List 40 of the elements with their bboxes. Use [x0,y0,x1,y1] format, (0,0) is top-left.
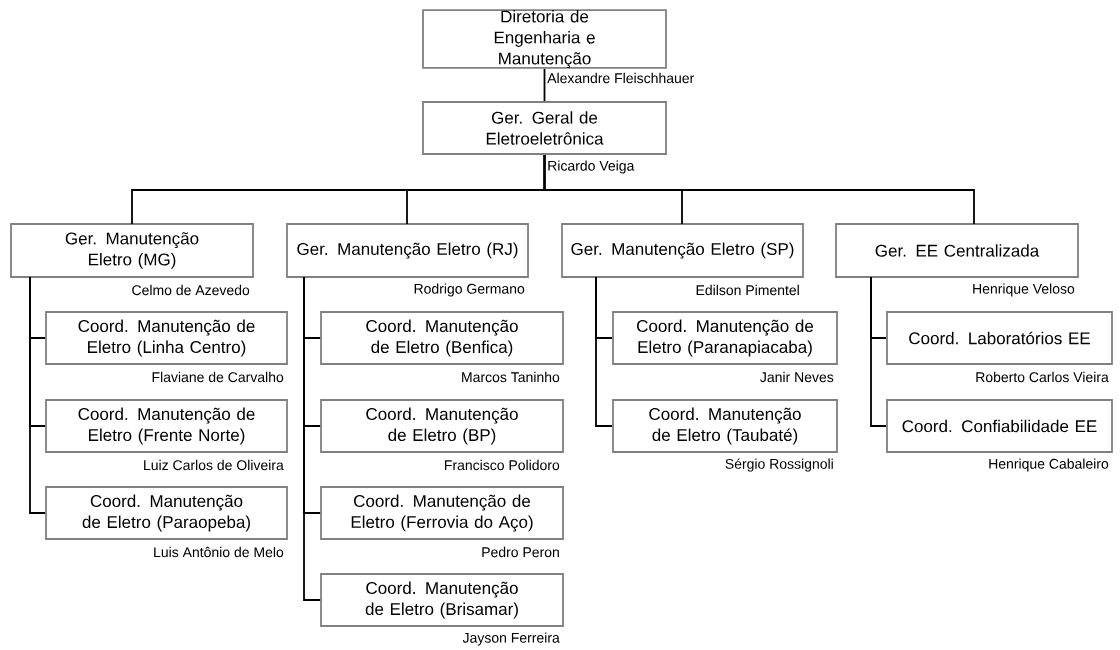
person-name: Sérgio Rossignoli [725,458,833,472]
person-name: Luiz Carlos de Oliveira [144,459,284,471]
person-name: Henrique Veloso [973,283,1075,297]
org-box: Coord. Manutenção de Eletro (Brisamar) [320,573,564,627]
org-box: Coord. Manutenção de Eletro (Benfica) [320,311,564,365]
connector-line [870,276,887,427]
org-box: Coord. Manutenção de Eletro (Linha Centro) [45,311,288,365]
person-name: Roberto Carlos Vieira [976,371,1109,383]
connector-line [595,276,613,427]
org-box: Coord. Confiabilidade EE [886,399,1113,453]
person-name: Rodrigo Germano [414,283,525,297]
person-name: Alexandre Fleischhauer [547,72,694,84]
person-name: Ricardo Veiga [548,160,635,174]
person-name: Henrique Cabaleiro [989,458,1109,472]
person-name: Flaviane de Carvalho [152,371,284,383]
person-name: Francisco Polidoro [445,459,560,471]
org-box: Ger. Manutenção Eletro (RJ) [286,223,529,278]
person-name: Jayson Ferreira [462,632,560,646]
person-name: Pedro Peron [482,546,559,558]
connector-line [543,67,546,102]
connector-line [543,154,975,225]
connector-line [303,276,321,601]
org-box: Coord. Manutenção de Eletro (Taubaté) [612,399,838,453]
person-name: Edilson Pimentel [696,284,799,296]
org-box: Ger. Manutenção Eletro (MG) [10,223,254,278]
org-box: Ger. Manutenção Eletro (SP) [561,223,804,278]
org-box: Coord. Manutenção de Eletro (Paranapiacaba) [612,311,838,365]
org-box: Coord. Manutenção de Eletro (BP) [320,399,564,453]
org-box: Coord. Manutenção de Eletro (Paraopeba) [45,486,288,540]
person-name: Marcos Taninho [462,371,560,383]
org-box: Coord. Manutenção de Eletro (Frente Norte) [45,399,288,453]
person-name: Luis Antônio de Melo [154,546,284,558]
person-name: Celmo de Azevedo [132,284,250,296]
org-box: Ger. Geral de Eletroeletrônica [422,101,667,155]
org-box: Coord. Laboratórios EE [886,311,1113,365]
org-box: Diretoria de Engenharia e Manutenção [422,9,667,69]
connector-line [29,276,46,514]
org-box: Coord. Manutenção de Eletro (Ferrovia do Aço) [320,486,564,540]
person-name: Janir Neves [760,371,834,383]
org-box: Ger. EE Centralizada [835,223,1079,278]
